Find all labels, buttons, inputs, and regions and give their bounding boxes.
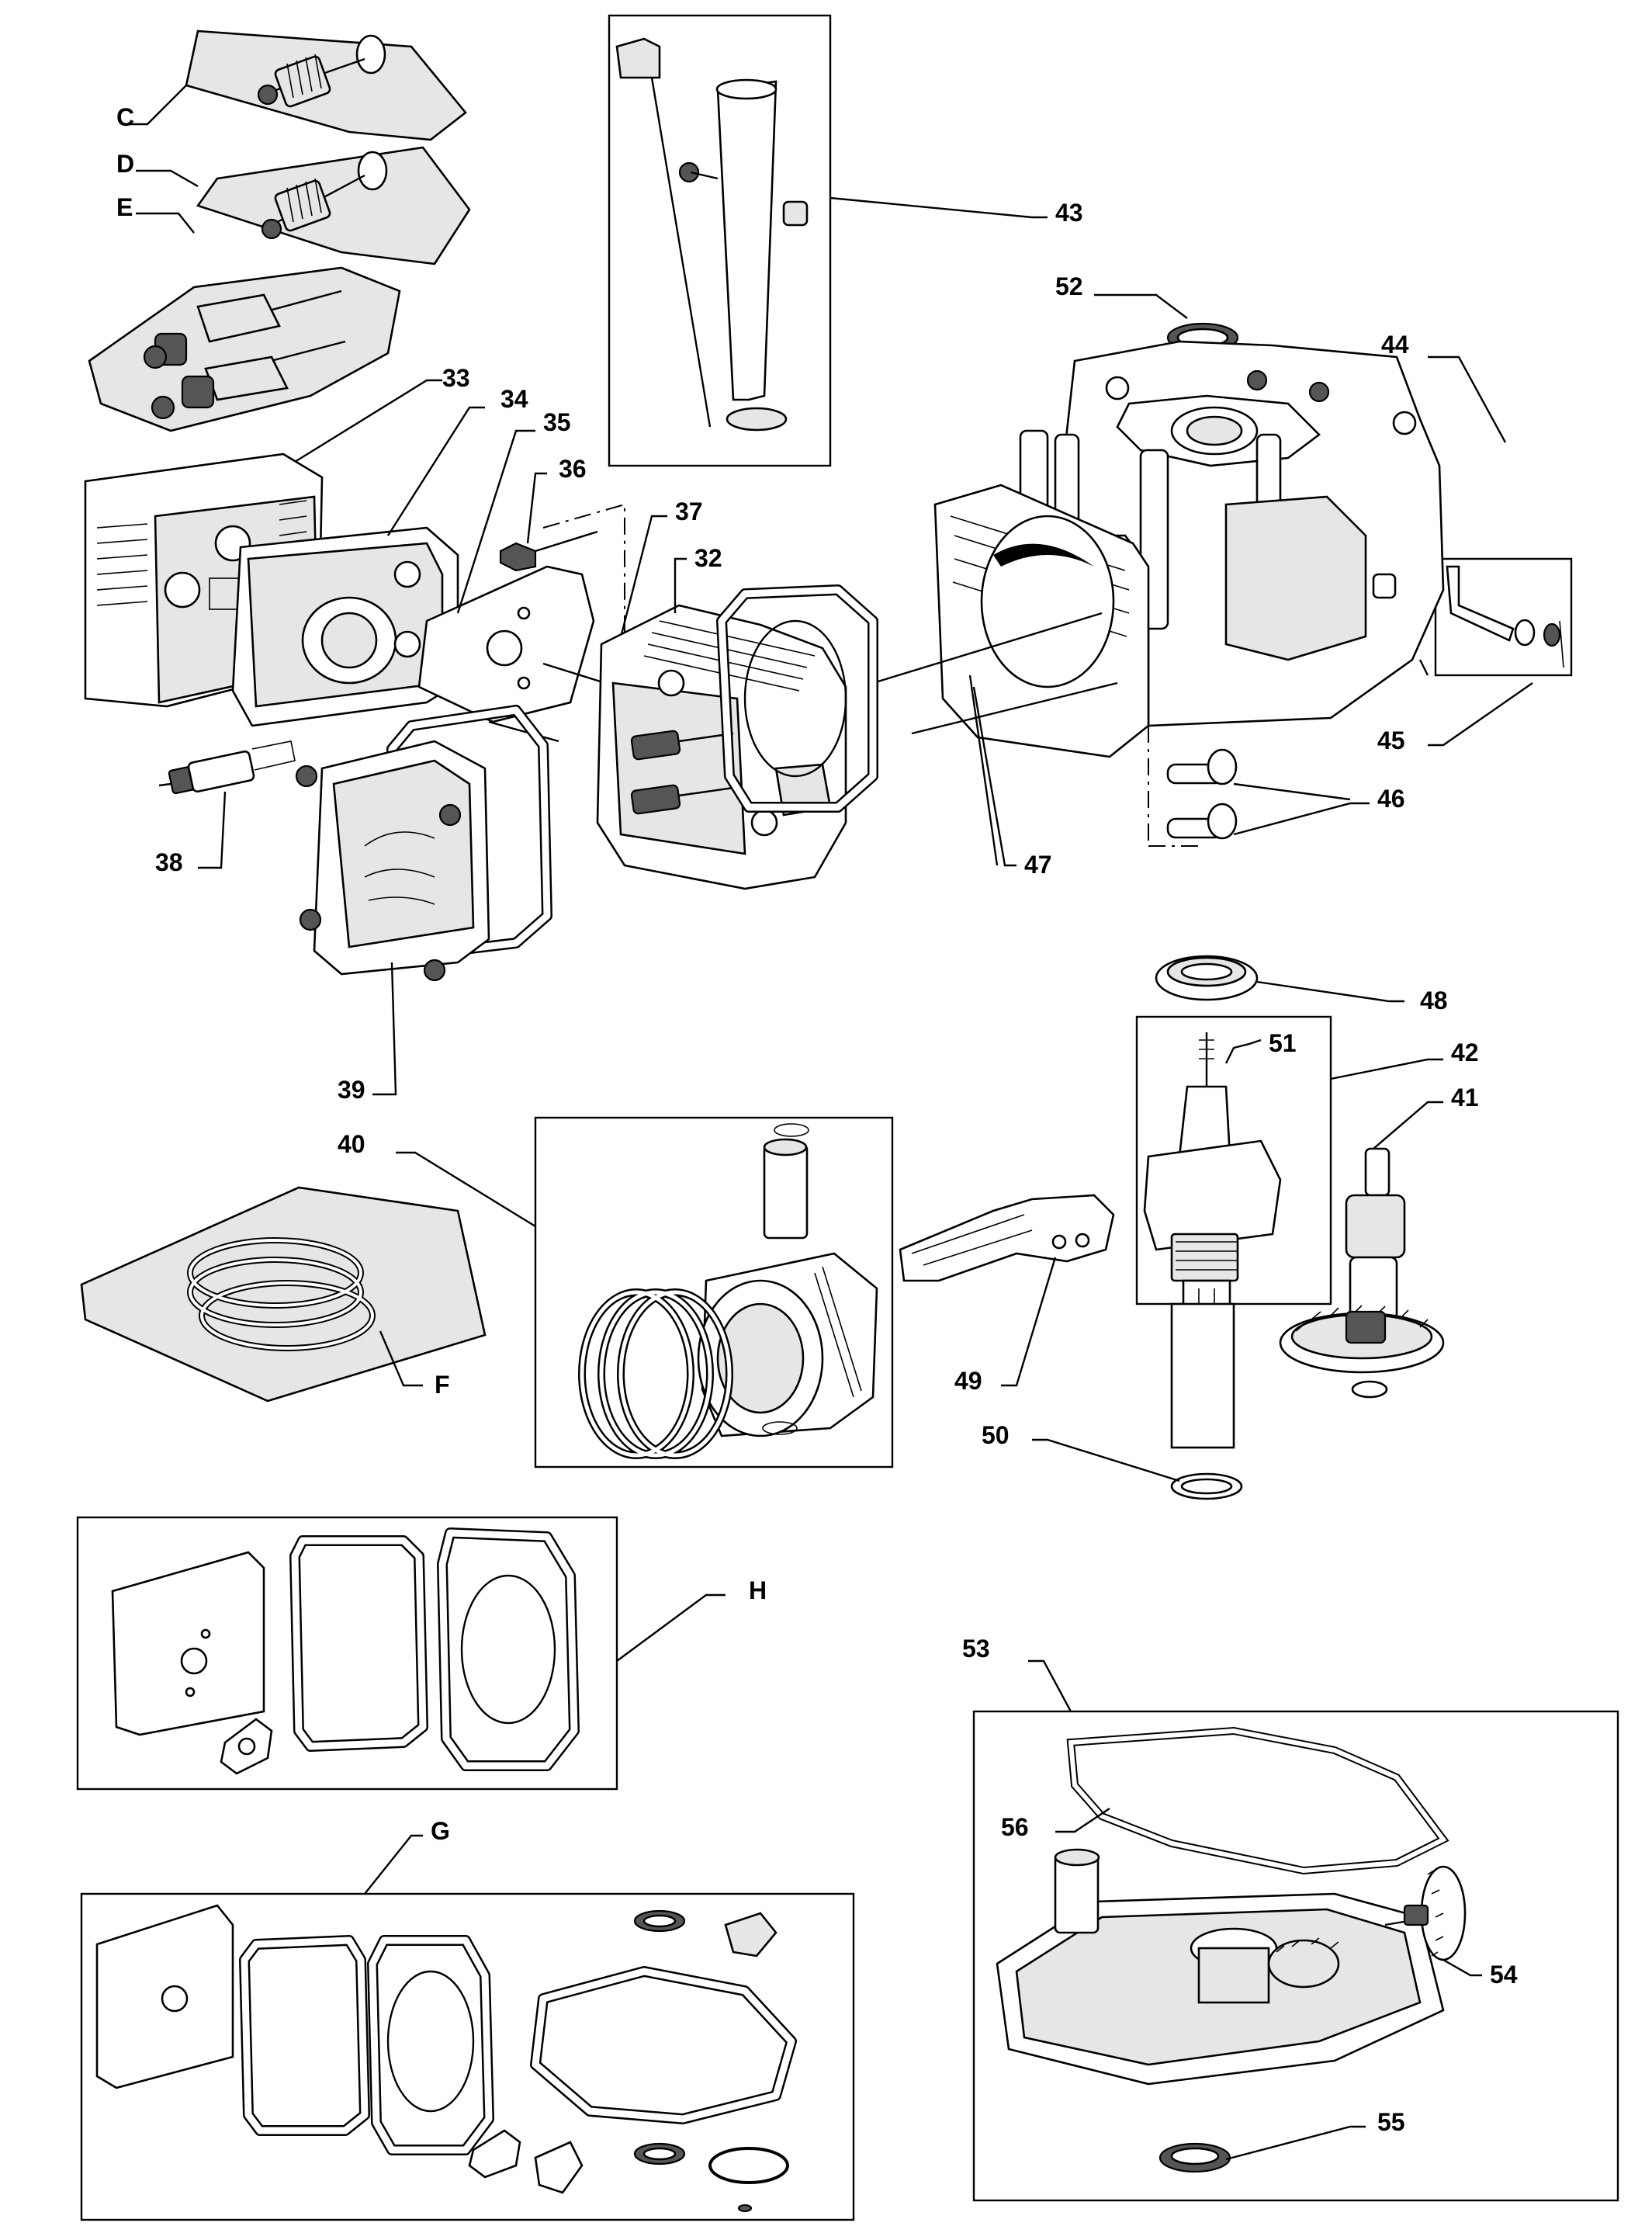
- rocker-arm-kit-e-icon[interactable]: [88, 266, 401, 432]
- label-39: 39: [338, 1076, 365, 1104]
- label-47: 47: [1024, 851, 1052, 879]
- label-35: 35: [543, 408, 571, 436]
- clip-box: [1434, 557, 1573, 677]
- muffler-gasket-icon[interactable]: [417, 565, 595, 723]
- label-d: D: [116, 150, 134, 178]
- gasket-kit-h-box: [76, 1516, 618, 1791]
- label-51: 51: [1269, 1029, 1297, 1057]
- label-41: 41: [1451, 1084, 1479, 1111]
- piston-ring-kit-f-icon[interactable]: [80, 1186, 487, 1403]
- label-52: 52: [1055, 272, 1083, 300]
- piston-box: [534, 1116, 894, 1468]
- crankcase-cover-box: [972, 1710, 1619, 2202]
- label-38: 38: [155, 848, 183, 876]
- piston-rings-icon[interactable]: [578, 1288, 733, 1459]
- cylinder-head-gasket-icon[interactable]: [716, 584, 878, 813]
- muffler-icon[interactable]: [231, 526, 459, 727]
- dowel-pins-icon[interactable]: [1148, 726, 1238, 847]
- label-33: 33: [442, 364, 470, 392]
- main-bearing-icon[interactable]: [1155, 955, 1259, 1001]
- label-e: E: [116, 193, 133, 221]
- spark-plug-icon[interactable]: [158, 740, 296, 795]
- valve-spring-kit-c-icon[interactable]: [185, 29, 467, 141]
- label-46: 46: [1377, 785, 1405, 813]
- label-42-visible: 42: [1451, 1039, 1479, 1066]
- label-g: G: [431, 1817, 450, 1845]
- dipstick-box: [608, 14, 832, 467]
- label-34: 34: [500, 385, 528, 413]
- label-c: C: [116, 103, 134, 131]
- oil-seal-55-icon[interactable]: [1158, 2142, 1231, 2173]
- exhaust-stud-icon[interactable]: [488, 662, 606, 743]
- label-40: 40: [338, 1130, 365, 1158]
- label-h: H: [749, 1576, 767, 1604]
- dipstick-tube-icon[interactable]: [615, 37, 809, 432]
- label-f: F: [435, 1371, 450, 1399]
- label-37: 37: [675, 498, 703, 525]
- label-32: 32: [694, 544, 722, 572]
- governor-link-icon[interactable]: [1446, 565, 1564, 668]
- label-54: 54: [1490, 1961, 1518, 1989]
- camshaft-gear-icon[interactable]: [1279, 1147, 1445, 1399]
- piston-icon[interactable]: [697, 1123, 878, 1437]
- label-44: 44: [1381, 331, 1409, 359]
- gasket-kit-h-icon[interactable]: [111, 1527, 580, 1775]
- thrust-washer-icon[interactable]: [1170, 1472, 1243, 1500]
- label-55: 55: [1377, 2108, 1405, 2136]
- crankcase-cover-icon[interactable]: [996, 1848, 1445, 2086]
- valve-spring-kit-d-icon[interactable]: [196, 146, 471, 265]
- crankcase-gasket-icon[interactable]: [1066, 1726, 1449, 1875]
- rocker-cover-icon[interactable]: [295, 740, 490, 982]
- muffler-bolt-icon[interactable]: [499, 530, 598, 572]
- cylinder-head-icon[interactable]: [596, 604, 847, 890]
- gasket-kit-g-icon[interactable]: [95, 1904, 797, 2213]
- gasket-kit-g-box: [80, 1892, 855, 2221]
- label-48: 48: [1420, 987, 1448, 1014]
- label-56: 56: [1001, 1813, 1029, 1841]
- engine-block-icon[interactable]: [933, 340, 1445, 758]
- label-45: 45: [1377, 726, 1405, 754]
- label-43: 43: [1055, 199, 1083, 227]
- connecting-rod-icon[interactable]: [899, 1194, 1115, 1282]
- label-53: 53: [962, 1635, 990, 1663]
- label-49: 49: [954, 1367, 982, 1395]
- stud-bolts-icon[interactable]: [872, 612, 1118, 735]
- governor-assembly-icon[interactable]: [1384, 1865, 1467, 1961]
- label-50: 50: [982, 1421, 1010, 1449]
- label-36: 36: [559, 455, 587, 483]
